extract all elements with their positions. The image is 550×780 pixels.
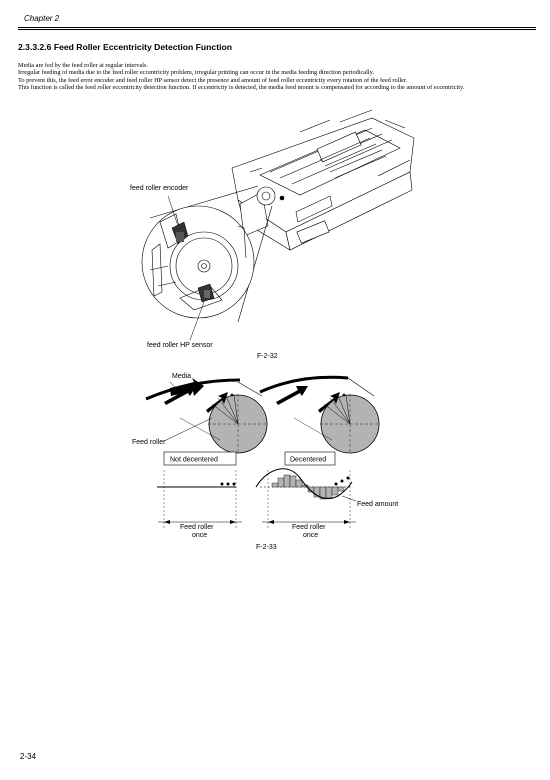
printer-unit-drawing [231, 109, 415, 251]
label-once-right: once [303, 532, 318, 539]
reference-line-left [179, 417, 221, 441]
leader-sensor [189, 301, 205, 341]
encoder-part [171, 221, 189, 245]
media-sheet-left [145, 378, 241, 401]
body-text: Media are fed by the feed roller at regu… [18, 62, 518, 91]
section-title: 2.3.3.2.6 Feed Roller Eccentricity Detec… [18, 42, 232, 52]
header-rule-thin [18, 29, 536, 30]
label-not-decentered: Not decentered [170, 457, 218, 464]
paragraph: To prevent this, the feed error encoder … [18, 76, 408, 84]
graph-not-decentered [157, 470, 242, 528]
chapter-header: Chapter 2 [24, 14, 60, 23]
media-sheet-right [259, 375, 349, 394]
label-feed-roller-encoder: feed roller encoder [130, 185, 189, 192]
label-feed-amount: Feed amount [357, 501, 398, 508]
paragraph: Irregular feeding of media due to the fe… [18, 69, 374, 77]
box-not-decentered [163, 451, 237, 466]
header-rule [18, 27, 536, 28]
label-feed-roller: Feed roller [132, 439, 166, 446]
graph-decentered [255, 468, 357, 528]
label-feed-roller-hp-sensor: feed roller HP sensor [147, 342, 213, 349]
media-direction-arrow-right [276, 386, 308, 405]
label-decentered: Decentered [290, 457, 326, 464]
media-direction-arrow-left [164, 386, 196, 405]
label-media: Media [172, 373, 191, 380]
hp-sensor-part [197, 283, 215, 303]
feed-roller-right [318, 377, 380, 454]
feed-roller-left [206, 381, 268, 454]
reference-line-right [293, 417, 333, 441]
figure-caption: F-2-32 [257, 353, 278, 360]
label-feed-roller-once-right: Feed roller [292, 524, 326, 531]
leader-encoder [167, 195, 179, 227]
paragraph: This function is called the feed roller … [18, 83, 465, 91]
figure-caption-2: F-2-33 [256, 544, 277, 551]
leader-feed-roller [163, 417, 213, 442]
page-number: 2-34 [20, 752, 37, 761]
leader-media [169, 381, 177, 389]
box-decentered [284, 451, 336, 466]
label-once-left: once [192, 532, 207, 539]
label-feed-roller-once-left: Feed roller [180, 524, 214, 531]
paragraph: Media are fed by the feed roller at regu… [18, 62, 149, 69]
